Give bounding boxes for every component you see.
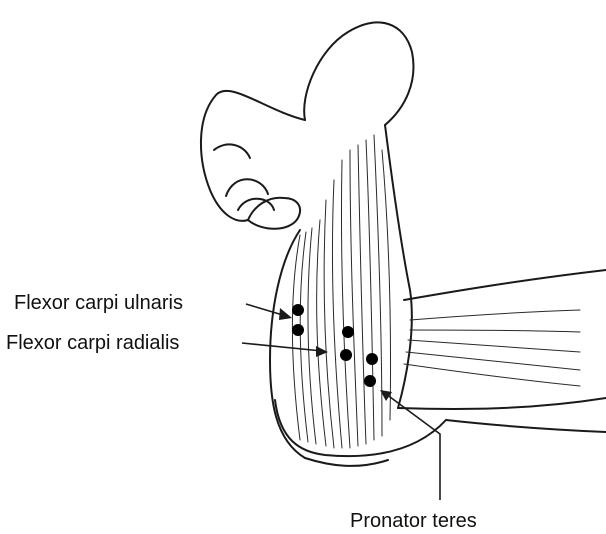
knuckle-line (214, 144, 250, 158)
tendon-line (408, 340, 580, 352)
forearm-left-edge (270, 230, 305, 458)
muscle-fiber (366, 140, 374, 440)
muscle-fiber (308, 228, 316, 444)
finger-fold (226, 179, 268, 196)
fist-outline (201, 91, 305, 221)
tendon-line (410, 310, 580, 320)
leader-line-pt (386, 394, 440, 500)
label-pronator-teres: Pronator teres (350, 509, 477, 533)
upper-arm-bottom (398, 398, 606, 409)
label-flexor-carpi-ulnaris: Flexor carpi ulnaris (14, 291, 183, 315)
electrode-dot (364, 375, 376, 387)
forearm-base (305, 458, 388, 466)
tendon-line (406, 352, 580, 370)
arrowhead-fcu (279, 308, 292, 320)
muscle-fiber (382, 150, 391, 420)
tendon-line (410, 330, 580, 332)
electrode-dot (292, 324, 304, 336)
leader-line-fcr (242, 343, 322, 351)
upper-arm-top (404, 270, 606, 300)
hand-outline (304, 22, 413, 125)
muscle-fiber (341, 160, 350, 448)
muscle-fiber (300, 232, 308, 442)
muscle-fiber (332, 180, 342, 448)
muscle-fiber (358, 145, 366, 444)
electrode-dot (340, 349, 352, 361)
thumb-outline (248, 198, 300, 229)
electrode-dot (366, 353, 378, 365)
upper-arm-edge (446, 420, 606, 432)
label-flexor-carpi-radialis: Flexor carpi radialis (6, 331, 179, 355)
electrode-dot (292, 304, 304, 316)
electrode-dot (342, 326, 354, 338)
muscle-fiber (350, 150, 358, 446)
muscle-fiber (293, 235, 301, 440)
